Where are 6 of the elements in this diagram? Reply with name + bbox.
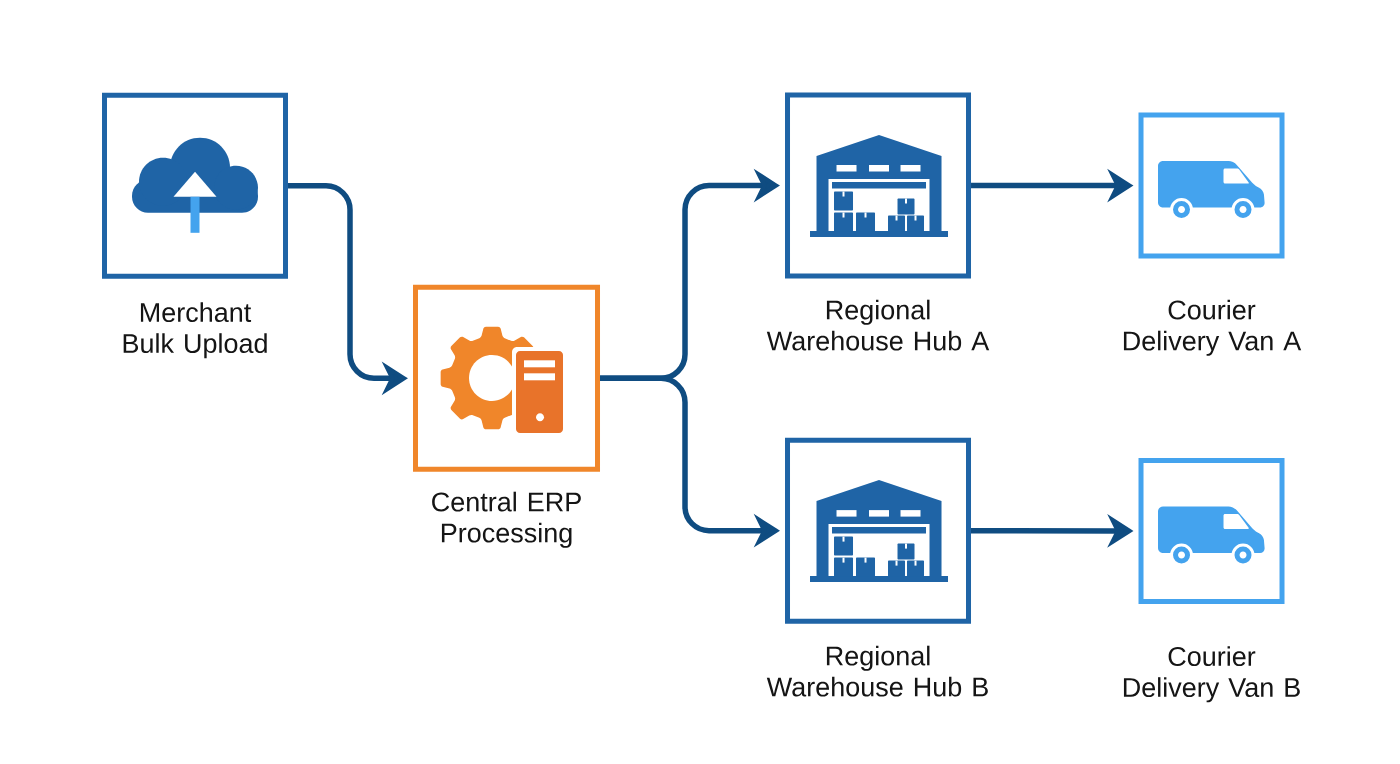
node-label: Courier Delivery Van B xyxy=(1123,646,1300,703)
node-label: Central ERP Processing xyxy=(432,491,581,548)
node-label: Courier Delivery Van A xyxy=(1123,299,1302,356)
node-label: Regional Warehouse Hub B xyxy=(766,645,988,697)
node-label: Merchant Bulk Upload xyxy=(123,302,267,359)
node-label: Regional Warehouse Hub A xyxy=(766,299,990,351)
